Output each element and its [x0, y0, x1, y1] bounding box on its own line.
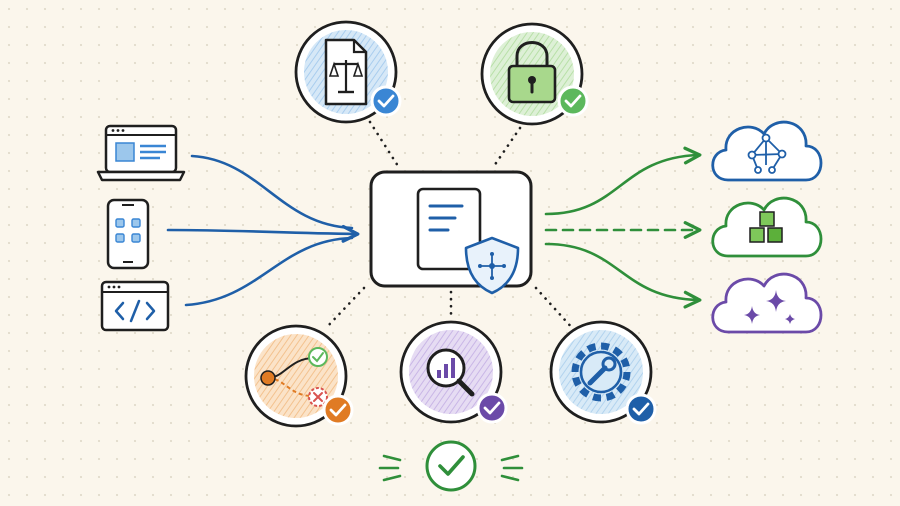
- verified-badge-icon: [625, 393, 657, 425]
- outgoing-connectors: [544, 146, 702, 309]
- approved-check-icon: [378, 440, 524, 492]
- code-window-icon: [100, 280, 170, 332]
- dotted-spokes: [324, 120, 576, 332]
- verified-badge-icon: [557, 85, 589, 117]
- cloud-sparkle-icon: [711, 272, 823, 334]
- phone-connector: [166, 224, 360, 243]
- analytics-search-icon: [399, 320, 508, 424]
- verified-badge-icon: [476, 392, 508, 424]
- central-document-hub: [369, 170, 533, 295]
- security-lock-icon: [480, 22, 589, 126]
- verified-badge-icon: [322, 394, 354, 426]
- legal-compliance-icon: [294, 20, 402, 124]
- cloud-cubes-icon: [711, 196, 823, 258]
- workflow-branch-icon: [244, 324, 354, 428]
- verified-badge-icon: [370, 85, 402, 117]
- shield-icon: [464, 236, 520, 295]
- mobile-phone-icon: [106, 198, 150, 270]
- settings-tools-icon: [549, 320, 657, 425]
- incoming-connectors: [166, 154, 360, 307]
- code-connector: [184, 236, 354, 307]
- laptop-icon: [96, 124, 186, 182]
- cloud-network-icon: [711, 120, 823, 182]
- sparkle-connector: [544, 242, 702, 309]
- laptop-connector: [190, 154, 354, 230]
- network-connector: [544, 146, 702, 216]
